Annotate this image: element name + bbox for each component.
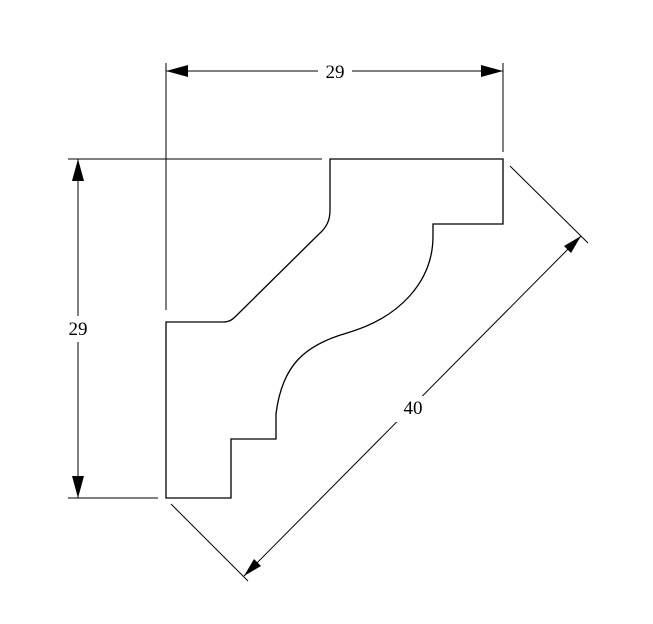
dimension-text-gap-diagonal bbox=[396, 396, 430, 422]
diagonal-length-dimension: 40 bbox=[243, 235, 582, 577]
diagonal-length-label: 40 bbox=[404, 398, 423, 419]
arrowhead-diagonal-bottom bbox=[244, 559, 261, 576]
left-height-label: 29 bbox=[69, 319, 88, 340]
arrowhead-left-bottom bbox=[72, 476, 84, 498]
extension-line-diagonal-top bbox=[509, 165, 589, 244]
arrowhead-left-top bbox=[72, 159, 84, 181]
top-width-dimension: 29 bbox=[166, 58, 503, 84]
dimension-text-gap-left bbox=[60, 316, 96, 342]
arrowhead-diagonal-top bbox=[564, 236, 581, 253]
top-width-label: 29 bbox=[326, 62, 345, 83]
left-height-dimension: 29 bbox=[60, 159, 96, 498]
dimension-text-gap-top bbox=[318, 58, 352, 84]
arrowhead-top-right bbox=[481, 65, 503, 77]
arrowhead-top-left bbox=[166, 65, 188, 77]
molding-profile-outline bbox=[165, 158, 504, 499]
extension-line-diagonal-bottom bbox=[170, 503, 249, 582]
